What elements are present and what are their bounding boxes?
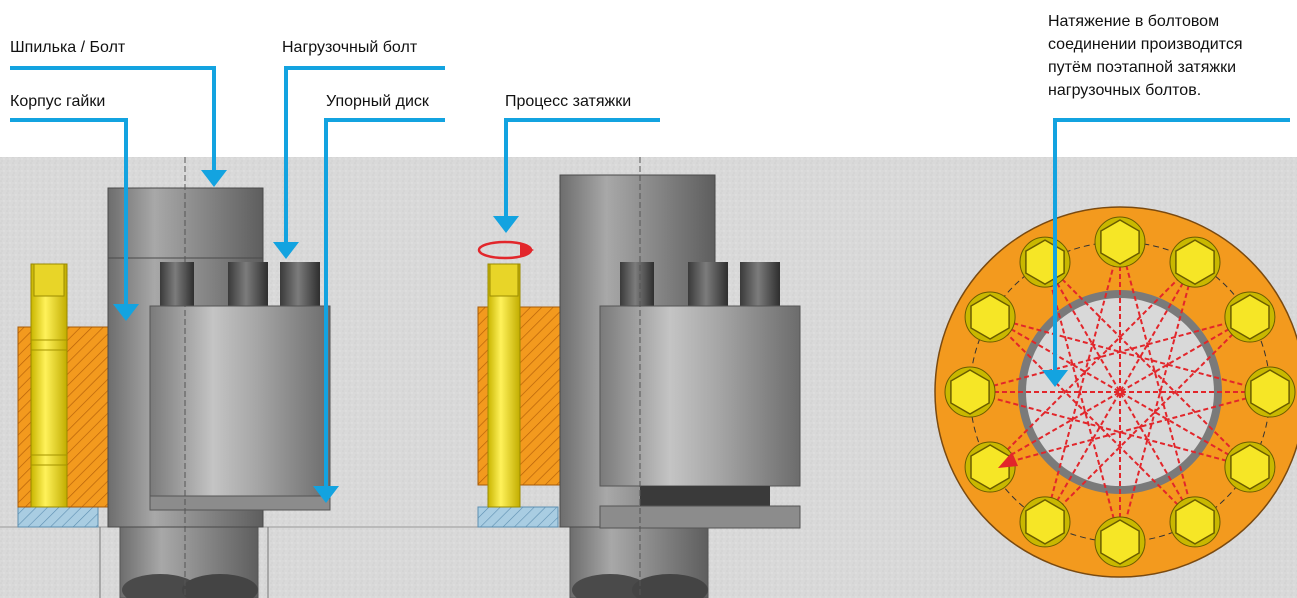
hex-bolt-icon [944,366,996,418]
label-nut-body: Корпус гайки [10,93,106,110]
hex-bolt-icon [1094,216,1146,268]
thrust-body-left [149,305,331,507]
callouts [10,66,1290,488]
star-chord [969,316,1251,393]
note-line-2: соединении производится [1048,36,1243,53]
hex-bolt-icon [1169,236,1221,288]
star-chord [1044,261,1251,468]
assembly-left [17,157,331,598]
hex-bolt-icon [1019,236,1071,288]
star-chord [1044,316,1251,523]
star-chord [989,316,1196,523]
hex-bolt-icon [1169,496,1221,548]
arrow-down-icon [113,170,1068,503]
tightening-star-pattern [969,241,1271,543]
star-chord [969,391,1251,468]
star-chord [1044,241,1121,523]
callout-nut-body [10,118,128,306]
callout-jack-bolt [284,66,445,244]
note-line-1: Натяжение в болтовом [1048,13,1220,30]
hex-bolt-icon [1094,516,1146,568]
note-line-4: нагрузочных болтов. [1048,82,1202,99]
callout-stud [10,66,216,172]
note-line-3: путём поэтапной затяжки [1048,59,1237,76]
note-text: Натяжение в болтовом соединении производ… [1048,10,1293,102]
hex-bolt-icon [1224,291,1276,343]
assembly-middle [477,157,801,598]
jack-bolt-left [30,263,68,508]
callout-process [504,118,660,218]
washer-middle [477,506,559,528]
hex-bolt-icon [964,291,1016,343]
thrust-body-middle [599,305,801,487]
bolt-circle-diagram [934,206,1297,578]
start-arrow-icon [998,452,1018,468]
label-thrust-disc: Упорный диск [326,93,429,110]
star-chord [989,391,1271,468]
jack-bolt-middle [487,263,521,508]
callout-thrust-disc [324,118,445,488]
label-stud-bolt: Шпилька / Болт [10,39,126,56]
hex-bolt-icon [1244,366,1296,418]
washer-left [17,506,99,528]
hex-bolt-icon [1224,441,1276,493]
star-chord [1119,261,1196,543]
star-chord [989,261,1196,468]
label-jack-bolt: Нагрузочный болт [282,39,418,56]
rotation-arrow-icon [477,240,534,260]
label-tightening-process: Процесс затяжки [505,93,632,110]
star-chord [1044,261,1121,543]
star-chord [989,316,1271,393]
hex-bolt-icon [1019,496,1071,548]
star-chord [1119,241,1196,523]
callout-note [1053,118,1290,370]
hex-bolt-icon [964,441,1016,493]
